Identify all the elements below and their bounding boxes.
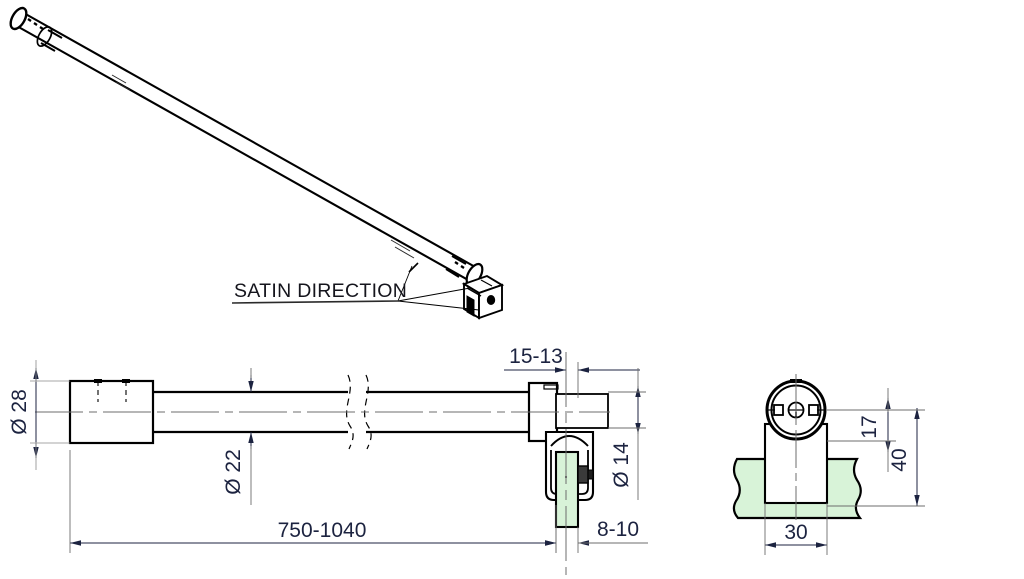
dim-label-d28: Ø 28 <box>8 389 31 435</box>
dim-label-d14: Ø 14 <box>610 442 633 488</box>
elevation-end-stub <box>555 393 609 429</box>
satin-direction-underline <box>231 300 400 304</box>
elevation-glass-pane <box>554 450 580 529</box>
dim-height-17: 17 <box>827 388 896 472</box>
dim-height-40: 40 <box>827 408 925 507</box>
iso-end-clamp <box>445 255 505 320</box>
isometric-view: SATIN DIRECTION <box>9 6 505 320</box>
side-elevation-view: Ø 28 Ø 22 15-13 Ø 14 <box>8 345 648 575</box>
dim-offset-15-13: 15-13 <box>504 345 640 398</box>
dim-diameter-22: Ø 22 <box>222 368 254 505</box>
dim-label-30: 30 <box>784 521 807 544</box>
dim-width-30: 30 <box>764 503 828 555</box>
elevation-break-line <box>345 374 372 450</box>
end-section-view: 17 40 30 <box>732 374 925 555</box>
dim-label-8-10: 8-10 <box>597 518 639 541</box>
iso-tube <box>9 6 479 283</box>
satin-direction-leaders <box>397 262 480 311</box>
dim-label-d22: Ø 22 <box>222 449 245 495</box>
dim-glass-8-10: 8-10 <box>528 518 648 553</box>
dim-label-750-1040: 750-1040 <box>278 519 367 542</box>
dim-diameter-14: Ø 14 <box>608 368 646 500</box>
dim-length-750-1040: 750-1040 <box>69 450 557 553</box>
elevation-clamp-pad <box>577 465 589 484</box>
dim-label-15-13: 15-13 <box>509 345 563 368</box>
dim-label-40: 40 <box>888 448 911 471</box>
iso-tube-left-cap <box>9 6 28 31</box>
dim-label-17: 17 <box>858 415 881 438</box>
dim-diameter-28: Ø 28 <box>8 360 70 470</box>
satin-direction-label: SATIN DIRECTION <box>234 280 407 302</box>
